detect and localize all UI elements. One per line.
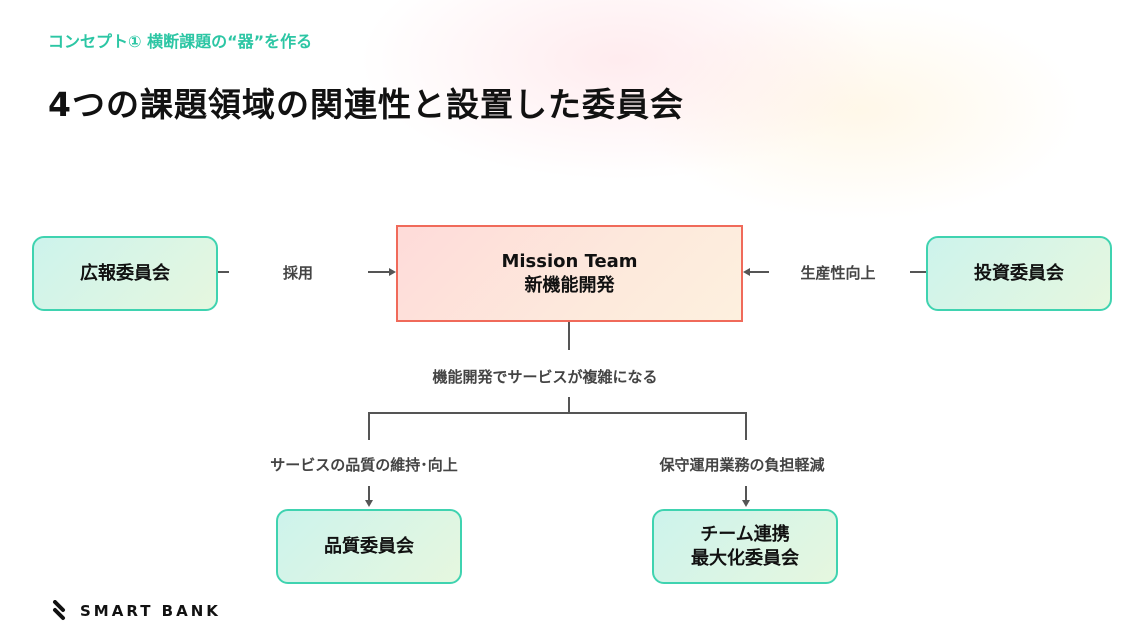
mission-team-subtitle: 新機能開発 <box>524 274 615 296</box>
connector-line <box>749 271 769 273</box>
connector-line <box>910 271 926 273</box>
connector-line <box>368 486 370 501</box>
mission-team-box: Mission Team 新機能開発 <box>396 225 743 322</box>
page-title: 4つの課題領域の関連性と設置した委員会 <box>48 85 684 124</box>
smartbank-logo: SMART BANK <box>52 600 221 622</box>
team-collaboration-committee-box: チーム連携 最大化委員会 <box>652 509 838 584</box>
mission-team-title: Mission Team <box>501 251 638 273</box>
arrow-down-icon <box>365 500 373 507</box>
investment-committee-box: 投資委員会 <box>926 236 1112 311</box>
arrow-left-icon <box>743 268 750 276</box>
productivity-label: 生産性向上 <box>800 264 876 282</box>
quality-committee-box: 品質委員会 <box>276 509 462 584</box>
connector-line <box>568 322 570 350</box>
pr-committee-box: 広報委員会 <box>32 236 218 311</box>
arrow-down-icon <box>742 500 750 507</box>
complexity-label: 機能開発でサービスが複雑になる <box>432 368 658 386</box>
connector-line <box>568 397 570 413</box>
box-line: 最大化委員会 <box>691 547 799 569</box>
connector-line <box>368 412 746 414</box>
recruiting-label: 採用 <box>282 264 314 282</box>
connector-line <box>218 271 229 273</box>
quality-label: サービスの品質の維持･向上 <box>270 456 458 474</box>
logo-text: SMART BANK <box>80 602 221 620</box>
box-line: チーム連携 <box>700 524 790 546</box>
logo-mark-icon <box>53 600 65 620</box>
connector-line <box>368 412 370 440</box>
connector-line <box>745 412 747 440</box>
maintenance-label: 保守運用業務の負担軽減 <box>659 456 825 474</box>
section-subtitle: コンセプト① 横断課題の“器”を作る <box>48 32 313 51</box>
connector-line <box>368 271 390 273</box>
connector-line <box>745 486 747 501</box>
arrow-right-icon <box>389 268 396 276</box>
